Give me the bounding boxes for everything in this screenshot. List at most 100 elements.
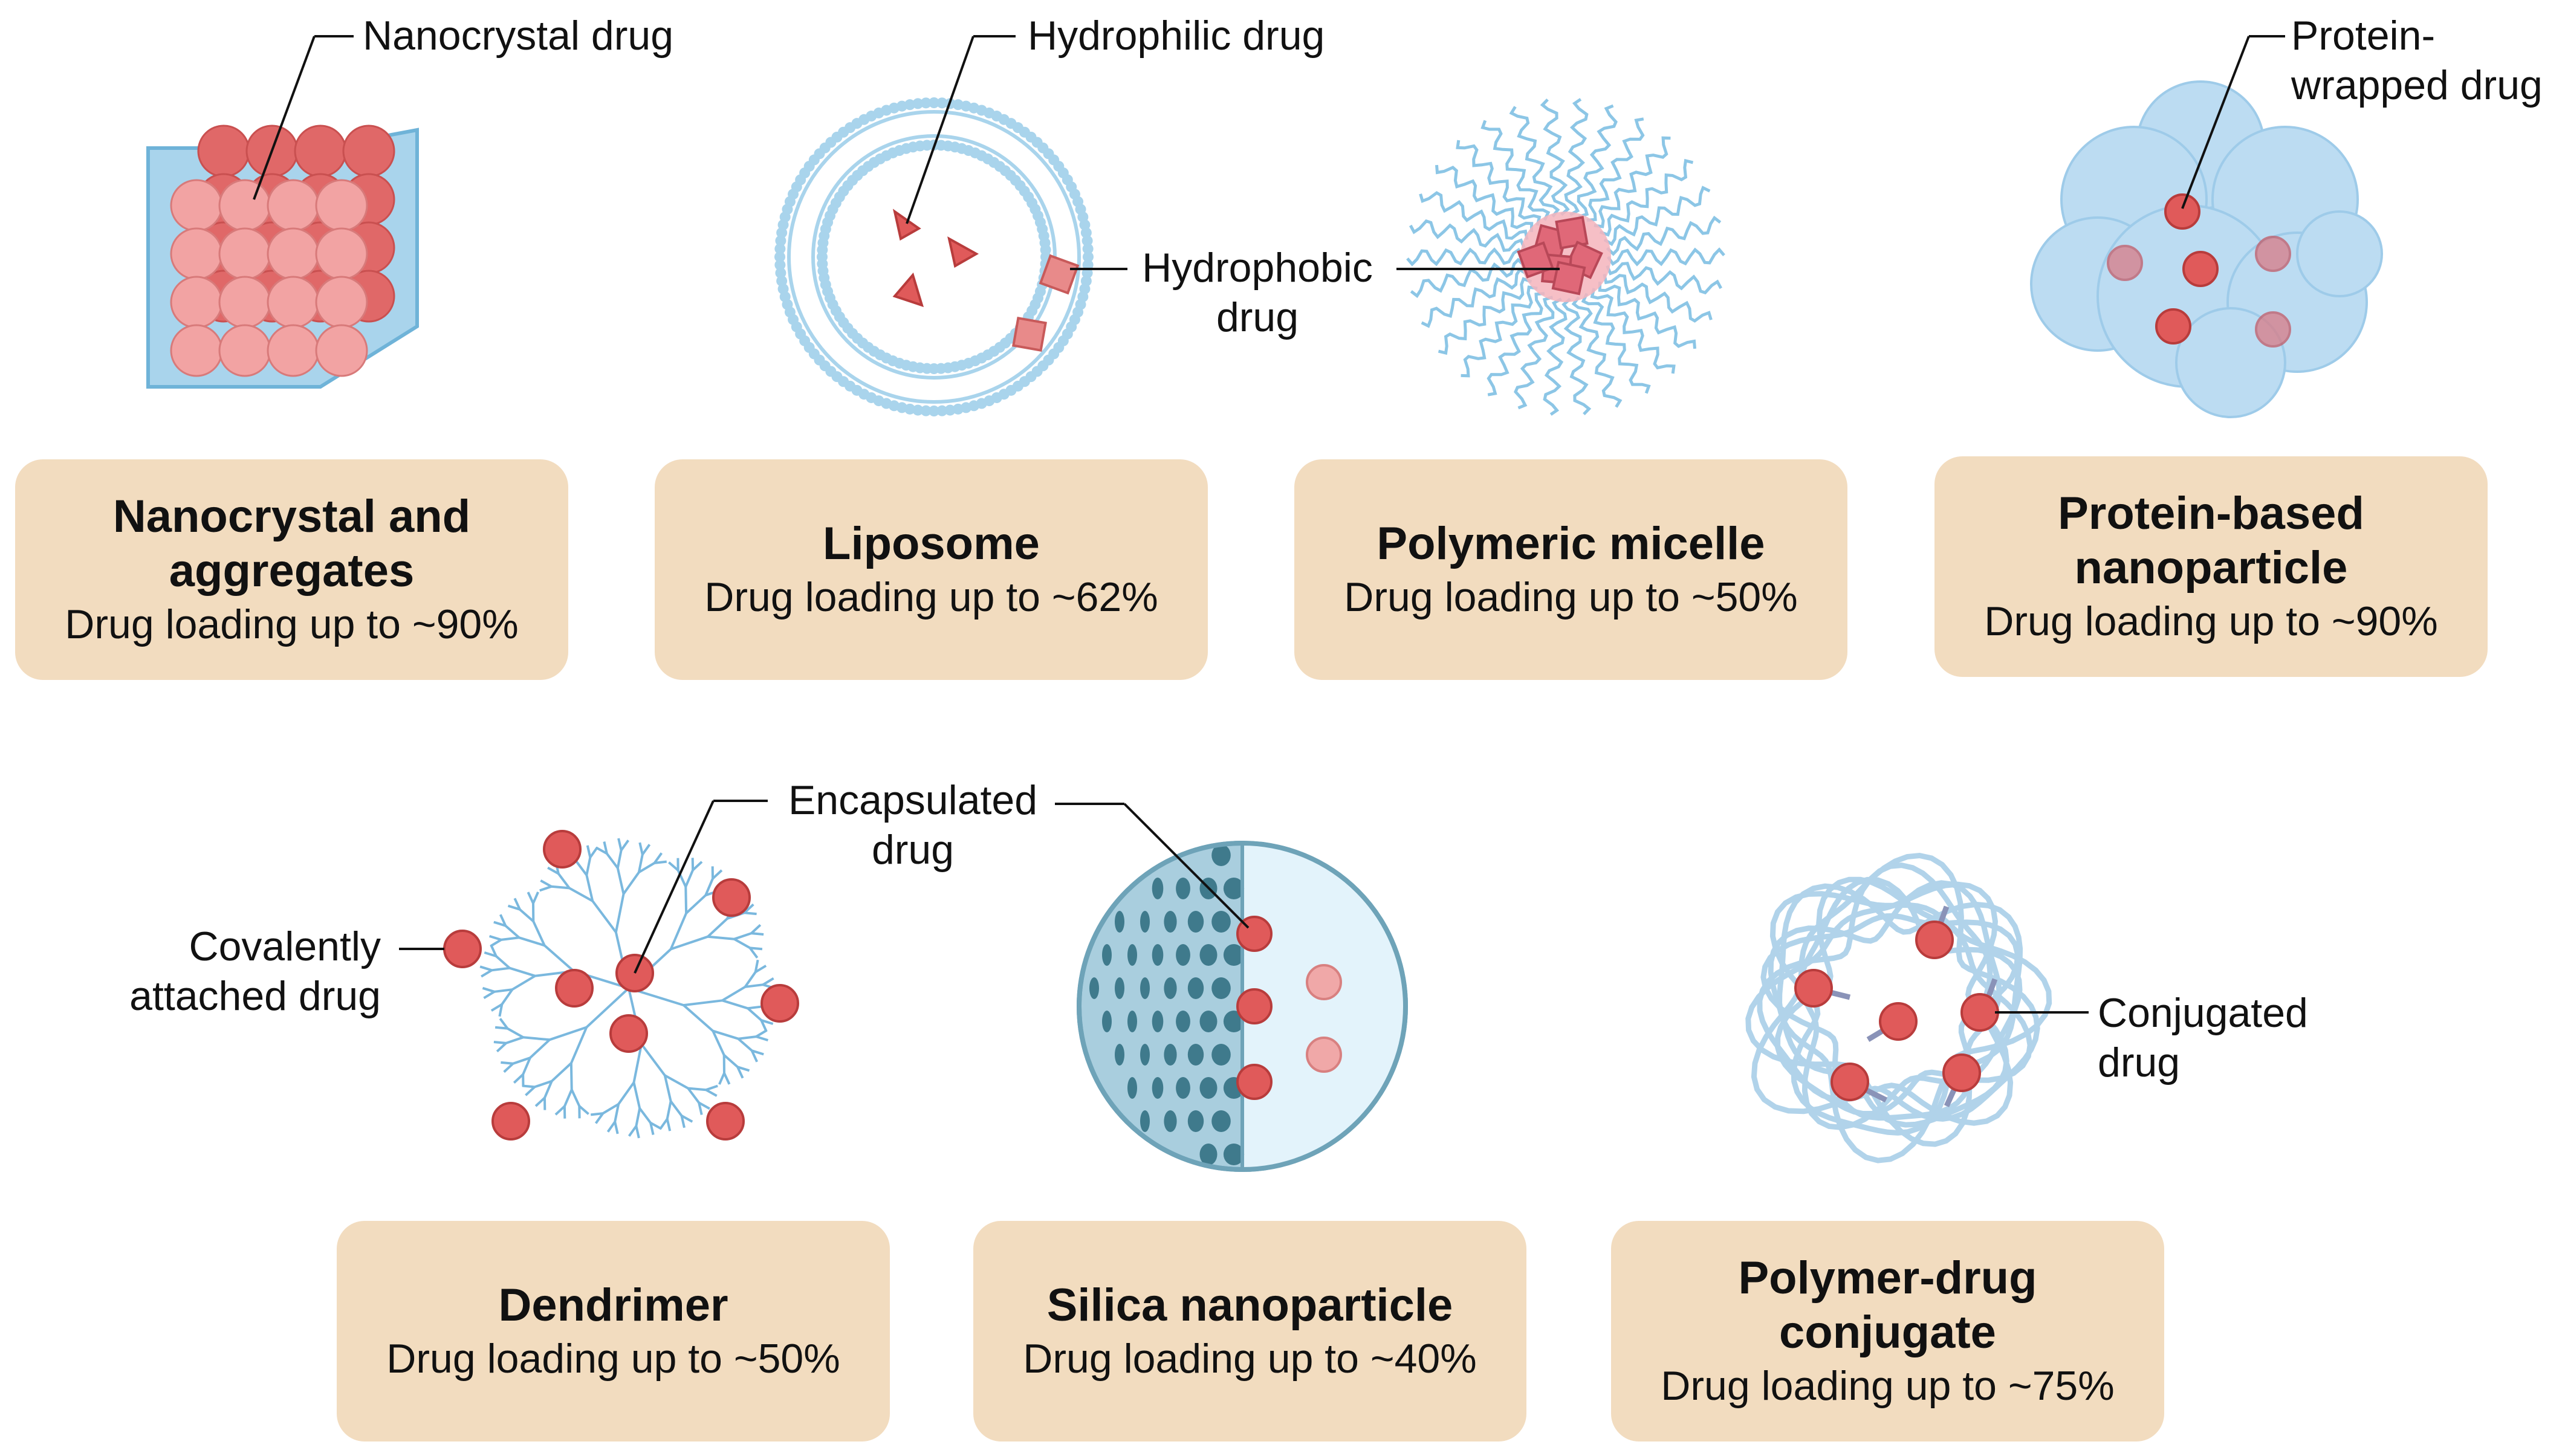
lipid-head xyxy=(775,267,786,279)
dendrimer-branch xyxy=(511,974,536,991)
dendrimer-branch xyxy=(620,840,630,852)
silica-pore xyxy=(1199,1011,1218,1032)
nanocrystal-sphere xyxy=(218,227,271,280)
label-encapsulated-drug: Encapsulated drug xyxy=(788,777,1038,873)
dendrimer-branch xyxy=(733,932,752,940)
carrier-box-nanocrystal: Nanocrystal and aggregates Drug loading … xyxy=(15,459,568,680)
nanocrystal-sphere xyxy=(315,179,368,232)
dendrimer-branch xyxy=(712,1029,739,1040)
lipid-head xyxy=(944,404,956,416)
dendrimer-branch xyxy=(692,861,703,872)
dendrimer-branch xyxy=(650,1121,662,1130)
dendrimer-branch xyxy=(482,986,495,993)
dendrimer-branch xyxy=(712,869,723,880)
dendrimer-branch xyxy=(760,1019,774,1025)
polymer-coil xyxy=(1798,876,2023,1130)
dendrimer-branch xyxy=(738,1035,757,1040)
dendrimer-branch xyxy=(622,872,640,895)
dendrimer-branch xyxy=(707,917,728,938)
dendrimer-branch xyxy=(481,969,493,978)
dendrimer-branch xyxy=(627,1125,638,1137)
drug-particle xyxy=(1306,1037,1342,1073)
dendrimer-branch xyxy=(669,1100,683,1117)
label-covalently-attached-drug: Covalently attached drug xyxy=(129,924,381,1019)
dendrimer-branch xyxy=(616,850,623,869)
silica-pore xyxy=(1115,1044,1124,1066)
dendrimer-branch xyxy=(479,965,493,972)
micelle-illustration xyxy=(1396,98,1725,416)
silica-pore xyxy=(1223,878,1245,899)
polymer-tail xyxy=(1571,296,1623,408)
dendrimer-branch xyxy=(750,946,763,951)
polymer-tail xyxy=(1586,117,1645,222)
nanocrystal-sphere xyxy=(267,276,320,329)
lipid-head xyxy=(776,275,788,286)
dendrimer-branch xyxy=(635,1125,640,1139)
dendrimer-branch xyxy=(750,924,762,934)
dendrimer-branch xyxy=(522,1057,531,1075)
dendrimer-branch xyxy=(493,921,506,927)
silica-pore xyxy=(1115,911,1124,933)
dendrimer-branch xyxy=(484,951,497,957)
drug-particle xyxy=(443,930,482,968)
lipid-head xyxy=(929,406,939,416)
hydrophobic-drug xyxy=(1039,254,1080,295)
dendrimer-branch xyxy=(532,891,539,904)
dendrimer-branch xyxy=(683,999,723,1007)
polymer-tail xyxy=(1487,292,1545,396)
drug-particle xyxy=(1831,1063,1869,1101)
dendrimer-branch xyxy=(512,1056,531,1065)
dendrimer-branch xyxy=(547,866,559,875)
drug-particle xyxy=(543,830,582,869)
polymer-tail xyxy=(1438,277,1532,355)
nanocrystal-sphere xyxy=(267,324,320,377)
polymer-tail xyxy=(1480,120,1551,221)
silica-pore xyxy=(1140,1110,1150,1132)
dendrimer-branch xyxy=(529,1038,551,1059)
hydrophobic-drug-core xyxy=(1551,260,1586,296)
nanocrystal-sphere xyxy=(267,227,320,280)
silica-pore xyxy=(1164,1044,1177,1066)
silica-pore xyxy=(1199,1144,1218,1165)
lipid-head xyxy=(929,97,939,108)
nanocrystal-sphere xyxy=(218,324,271,377)
dendrimer-branch xyxy=(606,853,619,869)
silica-pore xyxy=(1127,1011,1137,1032)
dendrimer-branch xyxy=(751,1049,764,1056)
lipid-head xyxy=(1082,243,1094,254)
label-hydrophilic-drug: Hydrophilic drug xyxy=(1028,13,1325,59)
dendrimer-branch xyxy=(519,936,545,947)
dendrimer-branch xyxy=(616,867,625,895)
dendrimer-branch xyxy=(507,1027,524,1039)
dendrimer-branch xyxy=(493,1041,507,1044)
drug-particle xyxy=(609,1014,648,1053)
drug-particle xyxy=(1236,1064,1273,1100)
dendrimer-branch xyxy=(503,1063,514,1073)
dendrimer-branch xyxy=(551,885,569,890)
label-nanocrystal-drug: Nanocrystal drug xyxy=(363,13,674,59)
silica-pore xyxy=(1199,944,1218,966)
dendrimer-branch xyxy=(737,1066,750,1072)
silica-pore xyxy=(1089,977,1099,999)
dendrimer-branch xyxy=(638,862,655,873)
nanocrystal-sphere xyxy=(170,276,223,329)
carrier-title: Liposome xyxy=(823,517,1040,569)
dendrimer-branch xyxy=(539,885,552,892)
lipid-head xyxy=(774,243,786,254)
dendrimer-branch xyxy=(614,1121,619,1134)
drug-particle xyxy=(1960,993,1999,1032)
drug-particle xyxy=(2255,236,2291,272)
silica-illustration xyxy=(1055,803,1408,1172)
polymer-tail xyxy=(1406,247,1525,267)
nanocrystal-sphere xyxy=(342,125,395,178)
dendrimer-branch xyxy=(501,1061,513,1065)
conjugate-illustration xyxy=(1745,852,2089,1163)
dendrimer-branch xyxy=(666,1101,672,1119)
silica-pore xyxy=(1164,1110,1177,1132)
dendrimer-branch xyxy=(491,966,510,972)
dendrimer-branch xyxy=(747,1007,762,1021)
carrier-title: Silica nanoparticle xyxy=(1046,1279,1453,1331)
dendrimer-branch xyxy=(705,1084,718,1092)
silica-pore xyxy=(1152,944,1164,966)
silica-pore xyxy=(1187,1044,1204,1066)
